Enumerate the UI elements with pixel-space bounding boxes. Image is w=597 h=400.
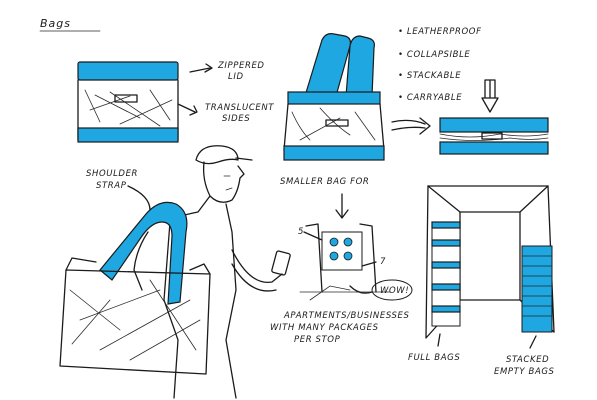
- courier-torso-front: [225, 203, 237, 399]
- lid-arrow-head: [204, 63, 213, 73]
- num-7-pointer: [361, 261, 377, 267]
- empty-bags-stack: [521, 245, 553, 333]
- courier-face: [202, 161, 245, 203]
- full-bag-band-4: [431, 283, 461, 291]
- bag-lid-blue: [77, 61, 179, 81]
- full-bags-pointer: [437, 333, 441, 347]
- feature-2: • Collapsible: [398, 50, 470, 60]
- bag-contents-hatching: [84, 89, 173, 127]
- shoulder-bag-drawing: [59, 257, 211, 375]
- mailbox-slot-2: [343, 237, 353, 247]
- label-shoulder: Shoulder: [86, 169, 138, 179]
- sides-arrow: [177, 103, 196, 113]
- label-wow: Wow!: [380, 286, 409, 296]
- shoulder-bag-top: [65, 257, 211, 275]
- full-bag-band-5: [431, 305, 461, 313]
- sketch-title: Bags: [40, 17, 71, 30]
- apartment-scene: 5 7 Wow!: [298, 223, 413, 301]
- courier-arm: [231, 249, 283, 284]
- courier-back: [163, 221, 179, 399]
- label-empty-bags: Empty bags: [494, 367, 555, 377]
- feature-4: • Carryable: [398, 93, 462, 103]
- bag-base-blue: [77, 127, 179, 143]
- mailbox-slot-1: [329, 237, 339, 247]
- apartment-floor: [299, 285, 391, 301]
- sides-arrow-head: [189, 105, 198, 116]
- collapse-arrow-2: [391, 126, 426, 131]
- courier-cap: [195, 145, 239, 165]
- full-bag-band-2: [431, 239, 461, 247]
- open-bag-rim-blue: [287, 91, 381, 105]
- shoulder-bag-contents: [69, 279, 201, 361]
- right-handle-blue: [345, 35, 375, 97]
- courier-arm-back: [133, 231, 149, 291]
- label-num-7: 7: [380, 257, 386, 267]
- empty-bags-lines: [521, 255, 553, 317]
- open-bag-handle: [325, 119, 349, 127]
- collapsed-fold-2: [439, 137, 549, 141]
- lid-arrow: [189, 67, 211, 73]
- full-bag-band-3: [431, 261, 461, 269]
- label-full-bags: Full bags: [408, 353, 460, 363]
- closed-bag-drawing: [77, 61, 179, 143]
- open-bag-folds: [291, 107, 376, 141]
- collapsed-top-blue: [439, 117, 549, 133]
- storage-room-drawing: [425, 185, 555, 339]
- label-apartments-3: per stop: [294, 335, 341, 345]
- shoulder-bag-outline: [59, 269, 211, 375]
- label-lid: Lid: [228, 72, 244, 82]
- mailbox-slot-4: [343, 251, 353, 261]
- mailbox-frame: [305, 223, 377, 293]
- open-bag-body: [283, 103, 385, 151]
- cap-brim: [235, 157, 253, 161]
- label-stacked: Stacked: [506, 355, 549, 365]
- room-back-wall: [459, 211, 521, 301]
- collapse-arrow: [391, 119, 426, 125]
- down-arrow: [481, 79, 499, 113]
- mailbox-slot-3: [329, 251, 339, 261]
- label-translucent: Translucent: [205, 103, 274, 113]
- courier-figure: [133, 145, 291, 399]
- room-ceiling: [427, 185, 549, 213]
- open-bag-drawing: [283, 33, 385, 161]
- feature-list: • Leatherproof • Collapsible • Stackable…: [398, 27, 482, 103]
- label-apartments-2: with many packages: [270, 323, 379, 333]
- feature-1: • Leatherproof: [398, 27, 482, 37]
- collapse-arrow-head: [419, 117, 431, 135]
- full-bag-band-1: [431, 221, 461, 229]
- feature-3: • Stackable: [398, 71, 461, 81]
- label-zippered: Zippered: [217, 61, 265, 71]
- courier-features: [223, 175, 233, 191]
- shoulder-strap-blue: [99, 201, 188, 305]
- courier-arm-lower: [231, 263, 277, 292]
- label-strap: Strap: [96, 181, 127, 191]
- empty-bags-pointer: [529, 335, 537, 349]
- smaller-bag-arrow: [335, 193, 349, 219]
- collapsed-handle: [481, 132, 503, 140]
- label-smaller-bag: Smaller bag for: [280, 177, 369, 187]
- collapsed-fold-1: [439, 133, 549, 138]
- collapsed-bag-drawing: [439, 117, 549, 155]
- strap-pointer: [127, 185, 151, 211]
- label-num-5: 5: [298, 227, 304, 237]
- num-5-pointer: [303, 231, 323, 241]
- left-handle-blue: [304, 33, 352, 97]
- phone-icon: [271, 250, 291, 276]
- apartment-person: [349, 285, 373, 294]
- label-sides: Sides: [222, 114, 250, 124]
- open-bag-base-blue: [283, 145, 385, 161]
- collapsed-base-blue: [439, 141, 549, 155]
- bag-handle-front: [114, 94, 138, 103]
- mailbox-unit: [321, 231, 363, 271]
- speech-bubble: [371, 279, 413, 301]
- label-apartments-1: Apartments/businesses: [283, 311, 409, 321]
